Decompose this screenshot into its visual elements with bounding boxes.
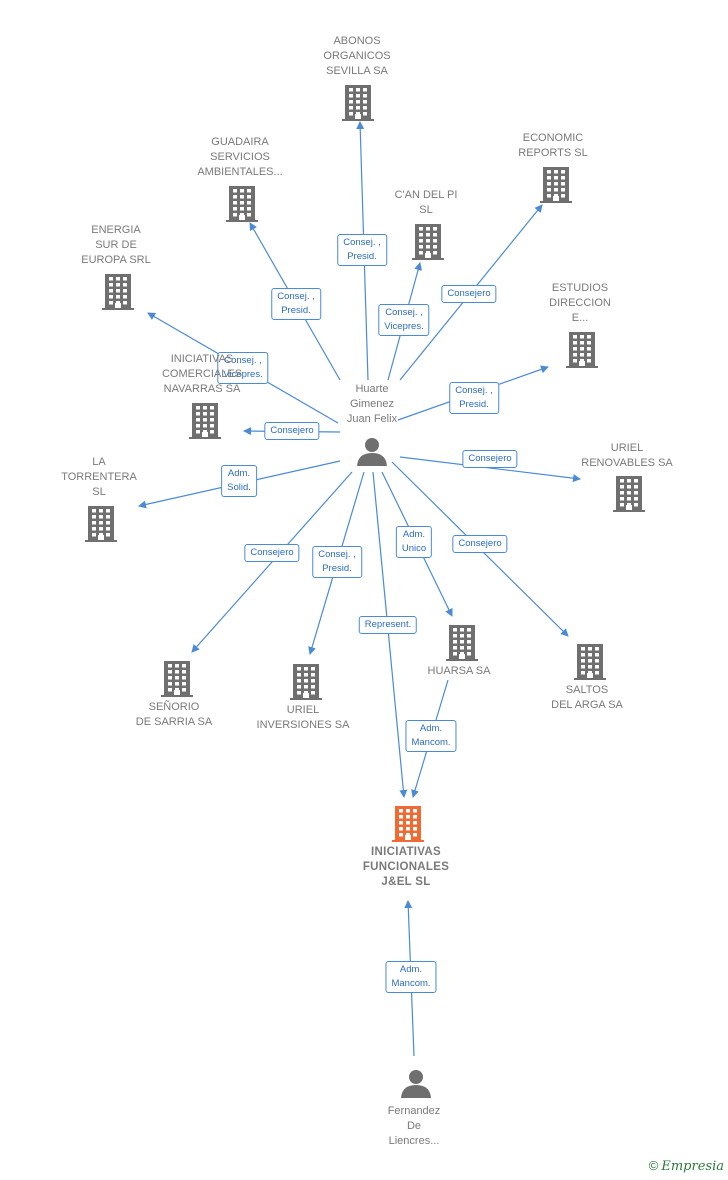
person-icon-fernandez[interactable] <box>401 1070 431 1098</box>
edge-label-huarte-to-saltos[interactable]: Consejero <box>452 535 508 553</box>
node-label-uriel_renovables[interactable]: URIEL RENOVABLES SA <box>581 442 673 469</box>
node-label-huarte[interactable]: Huarte Gimenez Juan Felix <box>346 383 398 425</box>
edge-label-huarte-to-uriel_inversiones[interactable]: Consej. , Presid. <box>312 546 362 578</box>
building-icon-iniciativas_focus[interactable] <box>392 806 424 842</box>
building-icon-iniciativas_navarras[interactable] <box>189 403 221 439</box>
edge-huarte-to-uriel_renovables <box>399 456 581 483</box>
node-label-abonos[interactable]: ABONOS ORGANICOS SEVILLA SA <box>323 35 391 77</box>
node-label-fernandez[interactable]: Fernandez De Liencres... <box>387 1105 441 1147</box>
edge-label-huarte-to-huarsa[interactable]: Adm. Unico <box>395 526 433 558</box>
node-label-guadaira[interactable]: GUADAIRA SERVICIOS AMBIENTALES... <box>197 136 283 178</box>
edge-label-fernandez-to-iniciativas_focus[interactable]: Adm. Mancom. <box>385 961 437 993</box>
building-icon-guadaira[interactable] <box>226 186 258 222</box>
edge-label-huarte-to-abonos[interactable]: Consej. , Presid. <box>337 234 387 266</box>
node-label-huarsa[interactable]: HUARSA SA <box>427 665 491 677</box>
building-icon-economic[interactable] <box>540 167 572 203</box>
building-icon-abonos[interactable] <box>342 85 374 121</box>
node-label-senorio[interactable]: SEÑORIO DE SARRIA SA <box>135 701 213 728</box>
edge-huarte-to-senorio <box>191 471 353 653</box>
building-icon-uriel_renovables[interactable] <box>613 476 645 512</box>
edge-label-huarte-to-iniciativas_focus[interactable]: Represent. <box>358 616 418 634</box>
node-label-canpi[interactable]: C'AN DEL PI SL <box>394 189 458 216</box>
copyright-icon: © <box>648 1158 659 1173</box>
building-icon-energia[interactable] <box>102 274 134 310</box>
node-label-saltos[interactable]: SALTOS DEL ARGA SA <box>551 684 623 711</box>
edge-label-huarte-to-estudios[interactable]: Consej. , Presid. <box>449 382 499 414</box>
node-label-estudios[interactable]: ESTUDIOS DIRECCION E... <box>549 282 611 324</box>
building-icon-canpi[interactable] <box>412 224 444 260</box>
building-icon-senorio[interactable] <box>161 661 193 697</box>
edge-label-huarte-to-senorio[interactable]: Consejero <box>244 544 300 562</box>
node-label-energia[interactable]: ENERGIA SUR DE EUROPA SRL <box>81 224 151 266</box>
edge-huarte-to-iniciativas_focus <box>372 471 408 798</box>
brand-logo[interactable]: Empresia <box>661 1159 724 1174</box>
building-icon-torrentera[interactable] <box>85 506 117 542</box>
edge-label-huarte-to-energia[interactable]: Consej. , Vicepres. <box>217 352 269 384</box>
node-label-torrentera[interactable]: LA TORRENTERA SL <box>61 456 137 498</box>
node-label-economic[interactable]: ECONOMIC REPORTS SL <box>518 132 588 159</box>
node-label-iniciativas_focus[interactable]: INICIATIVAS FUNCIONALES J&EL SL <box>362 846 450 888</box>
edge-label-huarte-to-iniciativas_navarras[interactable]: Consejero <box>264 422 320 440</box>
building-icon-saltos[interactable] <box>574 644 606 680</box>
edge-label-huarte-to-uriel_renovables[interactable]: Consejero <box>462 450 518 468</box>
node-label-iniciativas_navarras[interactable]: INICIATIVAS COMERCIALES NAVARRAS SA <box>161 353 243 395</box>
edge-label-huarte-to-economic[interactable]: Consejero <box>441 285 497 303</box>
edge-label-huarte-to-guadaira[interactable]: Consej. , Presid. <box>271 288 321 320</box>
building-icon-huarsa[interactable] <box>446 625 478 661</box>
edge-label-huarte-to-torrentera[interactable]: Adm. Solid. <box>221 465 257 497</box>
building-icon-uriel_inversiones[interactable] <box>290 664 322 700</box>
edge-label-huarte-to-canpi[interactable]: Consej. , Vicepres. <box>378 304 430 336</box>
node-label-uriel_inversiones[interactable]: URIEL INVERSIONES SA <box>256 704 350 731</box>
person-icon-huarte[interactable] <box>357 438 387 466</box>
building-icon-estudios[interactable] <box>566 332 598 368</box>
edge-label-huarsa-to-iniciativas_focus[interactable]: Adm. Mancom. <box>405 720 457 752</box>
copyright-notice: ©Empresia <box>649 1158 724 1174</box>
